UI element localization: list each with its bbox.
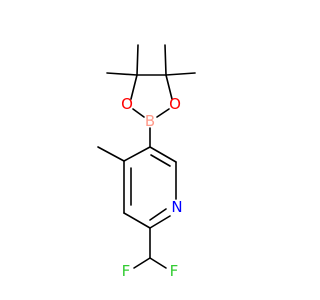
bond-c1-me-b — [136, 44, 139, 76]
bond-c5-c6 — [149, 146, 177, 163]
oxygen-right-label: O — [169, 95, 181, 113]
bond-c2-me-a — [164, 44, 167, 76]
bond-o1-c1 — [130, 74, 138, 100]
bond-c1-me-a — [106, 72, 138, 76]
fluorine-left-label: F — [122, 262, 131, 280]
boron-label: B — [145, 112, 155, 130]
bond-chf2-f-right — [149, 257, 167, 269]
oxygen-left-label: O — [121, 95, 133, 113]
bond-c2-o2 — [165, 74, 173, 100]
bonds — [97, 44, 196, 269]
bond-c2-c3 — [123, 212, 151, 229]
bond-n-c2-inner — [149, 208, 167, 221]
bond-c2-me-b — [165, 72, 196, 76]
bond-b-o1 — [132, 108, 145, 118]
nitrogen-label: N — [171, 198, 182, 216]
bond-chf2-f-left — [133, 257, 151, 269]
bond-c5-c4 — [123, 146, 151, 162]
bond-c5-c6-inner — [150, 154, 171, 167]
fluorine-right-label: F — [170, 262, 179, 280]
bond-o2-b — [156, 108, 170, 118]
atom-labels: B O O N F F — [121, 95, 183, 280]
bond-n-c2 — [149, 215, 171, 229]
molecule-structure: B O O N F F — [97, 44, 196, 280]
bond-c4-me — [97, 146, 125, 162]
